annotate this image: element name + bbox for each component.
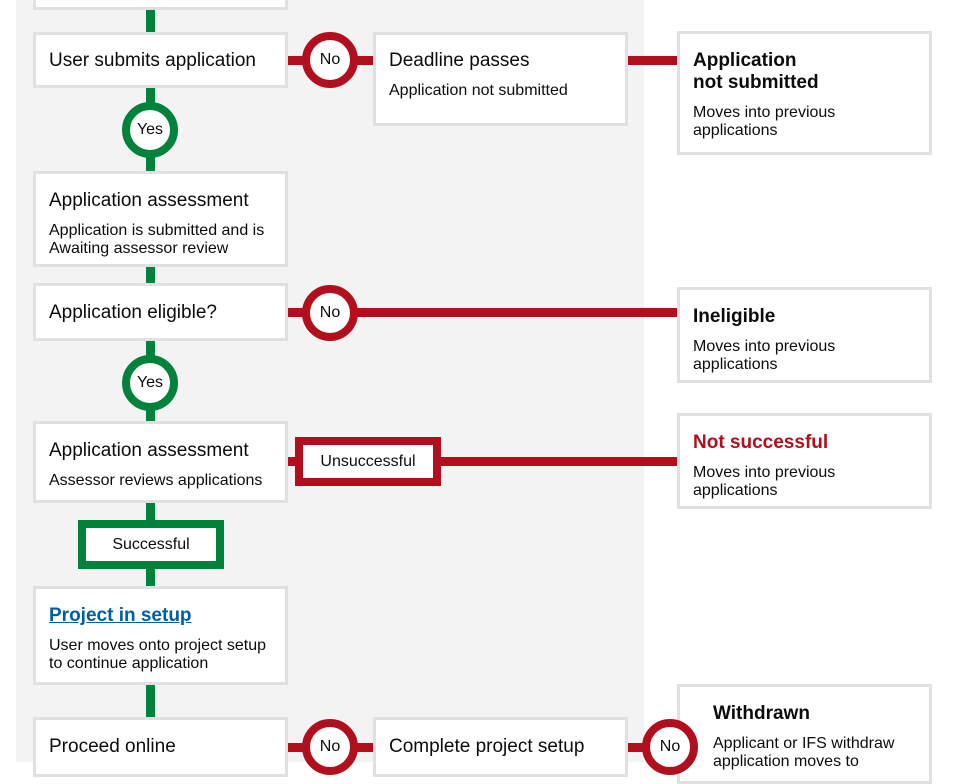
step-title: Application eligible?	[49, 302, 217, 323]
successful-connector: Successful	[78, 520, 224, 569]
step-project-in-setup: Project in setup User moves onto project…	[33, 586, 288, 685]
step-application-assessment-awaiting: Application assessment Application is su…	[33, 171, 288, 267]
unsuccessful-connector: Unsuccessful	[295, 437, 441, 486]
step-description: User moves onto project setup to continu…	[49, 637, 266, 672]
step-description: Application is submitted and is Awaiting…	[49, 222, 265, 257]
yes-connector: Yes	[122, 355, 178, 411]
outcome-description: Moves into previous applications	[693, 338, 836, 373]
outcome-title: Withdrawn	[713, 703, 810, 724]
no-connector: No	[302, 285, 358, 341]
step-description: Application not submitted	[389, 82, 568, 99]
step-application-assessment-review: Application assessment Assessor reviews …	[33, 421, 288, 503]
step-user-submits-application: User submits application	[33, 32, 288, 88]
green-connector	[146, 684, 155, 718]
outcome-withdrawn: Withdrawn Applicant or IFS withdraw appl…	[677, 684, 932, 784]
no-connector: No	[642, 719, 698, 775]
outcome-not-successful: Not successful Moves into previous appli…	[677, 413, 932, 509]
green-connector	[146, 8, 155, 33]
previous-step-box	[33, 0, 288, 10]
step-description: Assessor reviews applications	[49, 472, 263, 489]
outcome-title: Ineligible	[693, 306, 776, 327]
project-in-setup-link[interactable]: Project in setup	[49, 605, 192, 626]
step-deadline-passes: Deadline passes Application not submitte…	[373, 32, 628, 126]
outcome-title: Not successful	[693, 432, 829, 453]
outcome-title: Application not submitted	[693, 50, 819, 93]
step-title: Deadline passes	[389, 50, 530, 71]
step-title: Application assessment	[49, 190, 249, 211]
red-connector	[287, 308, 677, 317]
step-application-eligible: Application eligible?	[33, 283, 288, 341]
step-complete-project-setup: Complete project setup	[373, 717, 628, 777]
outcome-ineligible: Ineligible Moves into previous applicati…	[677, 287, 932, 383]
step-proceed-online: Proceed online	[33, 717, 288, 777]
green-connector	[146, 266, 155, 284]
yes-connector: Yes	[122, 102, 178, 158]
step-title: Proceed online	[49, 736, 176, 757]
outcome-description: Moves into previous applications	[693, 464, 836, 499]
red-connector	[287, 457, 677, 466]
no-connector: No	[302, 32, 358, 88]
step-title: User submits application	[49, 50, 256, 71]
red-connector	[627, 56, 677, 65]
outcome-description: Applicant or IFS withdraw application mo…	[713, 735, 895, 770]
step-title: Complete project setup	[389, 736, 585, 757]
outcome-description: Moves into previous applications	[693, 104, 836, 139]
no-connector: No	[302, 719, 358, 775]
outcome-application-not-submitted: Application not submitted Moves into pre…	[677, 31, 932, 155]
step-title: Application assessment	[49, 440, 249, 461]
